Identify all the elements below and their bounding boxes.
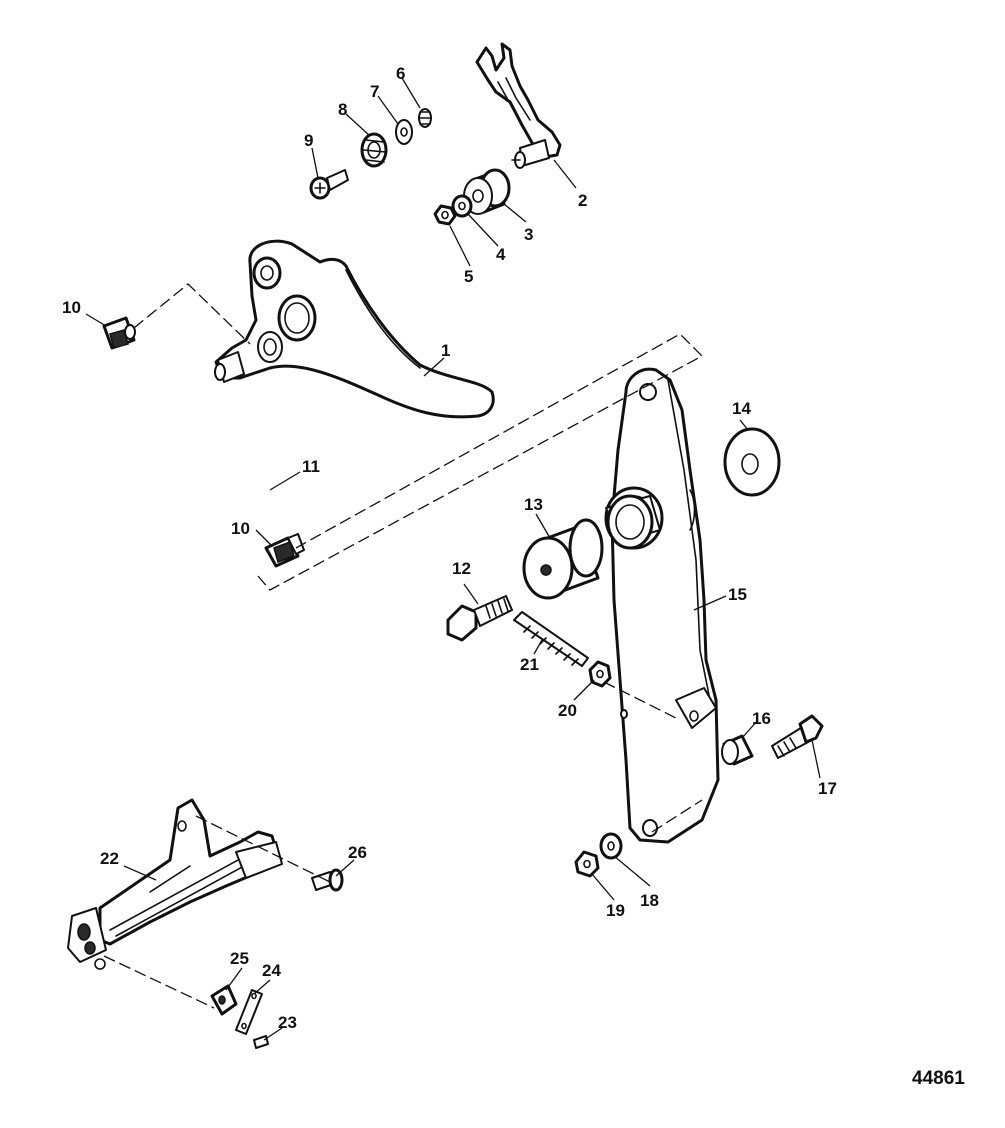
callout-22: 22 [100,849,119,868]
callout-20: 20 [558,701,577,720]
part-16-spacer [721,734,754,766]
part-15-lever-arm [604,367,720,844]
callout-6: 6 [396,64,405,83]
part-17-bolt [771,714,824,759]
callout-8: 8 [338,100,347,119]
part-25-clip [210,984,238,1016]
callout-18: 18 [640,891,659,910]
callout-11: 11 [302,457,320,476]
callout-labels: 1 2 3 4 5 6 7 8 9 10 10 11 12 13 14 15 1… [62,64,837,1032]
callout-10-upper: 10 [62,298,81,317]
part-1-throttle-arm [214,239,495,419]
callout-10-lower: 10 [231,519,250,538]
callout-15: 15 [728,585,747,604]
leader-lines [85,77,821,1041]
callout-13: 13 [524,495,543,514]
callout-17: 17 [818,779,837,798]
callout-14: 14 [732,399,751,418]
part-2-shift-lever [475,42,562,169]
part-4-washer [451,194,473,218]
part-26-screw [311,868,344,892]
figure-number: 44861 [912,1068,965,1089]
part-6-lock-washer [418,108,432,128]
part-10-ball-socket-upper [102,316,136,350]
part-19-nut [574,850,600,878]
callout-16: 16 [752,709,771,728]
callout-12: 12 [452,559,471,578]
callout-26: 26 [348,843,367,862]
part-11-link-rod [67,359,333,538]
part-10-ball-socket-lower [264,533,305,568]
callout-25: 25 [230,949,249,968]
part-21-stud [513,611,589,667]
part-14-washer [723,427,781,497]
part-23-screw [253,1035,269,1049]
part-20-nut [588,660,612,688]
callout-4: 4 [496,245,506,264]
part-13-bushing [522,518,604,600]
part-22-bracket [67,798,283,970]
part-8-bushing [360,132,388,168]
callout-2: 2 [578,191,587,210]
callout-19: 19 [606,901,625,920]
part-9-screw [309,169,349,200]
callout-5: 5 [464,267,473,286]
callout-7: 7 [370,82,379,101]
part-18-washer [599,832,623,860]
callout-24: 24 [262,961,281,980]
part-24-plate [235,989,263,1035]
callout-21: 21 [520,655,539,674]
callout-23: 23 [278,1013,297,1032]
callout-9: 9 [304,131,313,150]
callout-3: 3 [524,225,533,244]
callout-1: 1 [441,341,450,360]
assembly-lines [103,283,704,1009]
part-12-bolt [446,595,513,642]
part-5-nut [433,204,457,226]
part-7-nut [395,119,413,145]
